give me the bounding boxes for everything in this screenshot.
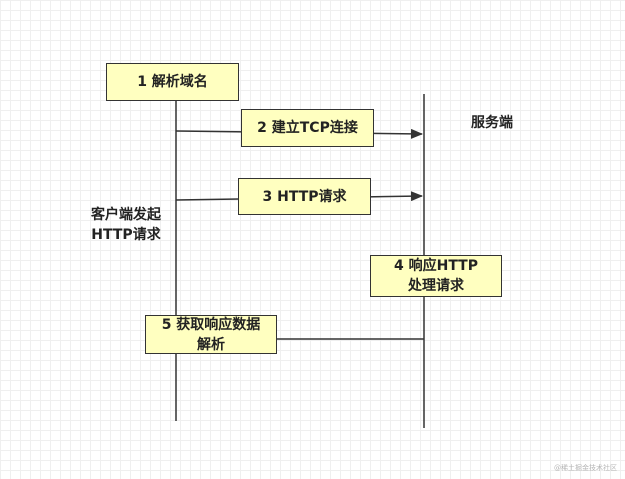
step-parse-response-box: 5 获取响应数据 解析	[145, 315, 277, 354]
step-server-response-box: 4 响应HTTP 处理请求	[370, 255, 502, 297]
step-http-request-box: 3 HTTP请求	[238, 178, 371, 215]
client-actor-label: 客户端发起 HTTP请求	[80, 205, 172, 245]
step-http-request-label: 3 HTTP请求	[262, 188, 347, 205]
step-server-response-label-line2: 处理请求	[407, 278, 464, 294]
client-actor-label-line2: HTTP请求	[91, 227, 161, 243]
step-resolve-domain-box: 1 解析域名	[106, 63, 239, 101]
server-actor-label-text: 服务端	[471, 115, 513, 131]
step-resolve-domain-label: 1 解析域名	[137, 74, 208, 90]
client-actor-label-line1: 客户端发起	[91, 207, 161, 223]
server-actor-label: 服务端	[460, 113, 524, 133]
step-parse-response-label-line1: 5 获取响应数据	[161, 316, 261, 333]
step-tcp-connect-box: 2 建立TCP连接	[241, 109, 374, 147]
watermark: @稀土掘金技术社区	[554, 464, 617, 472]
step-server-response-label-line1: 4 响应HTTP	[393, 258, 478, 274]
step-parse-response-label-line2: 解析	[197, 336, 225, 353]
step-tcp-connect-label: 2 建立TCP连接	[257, 120, 358, 136]
